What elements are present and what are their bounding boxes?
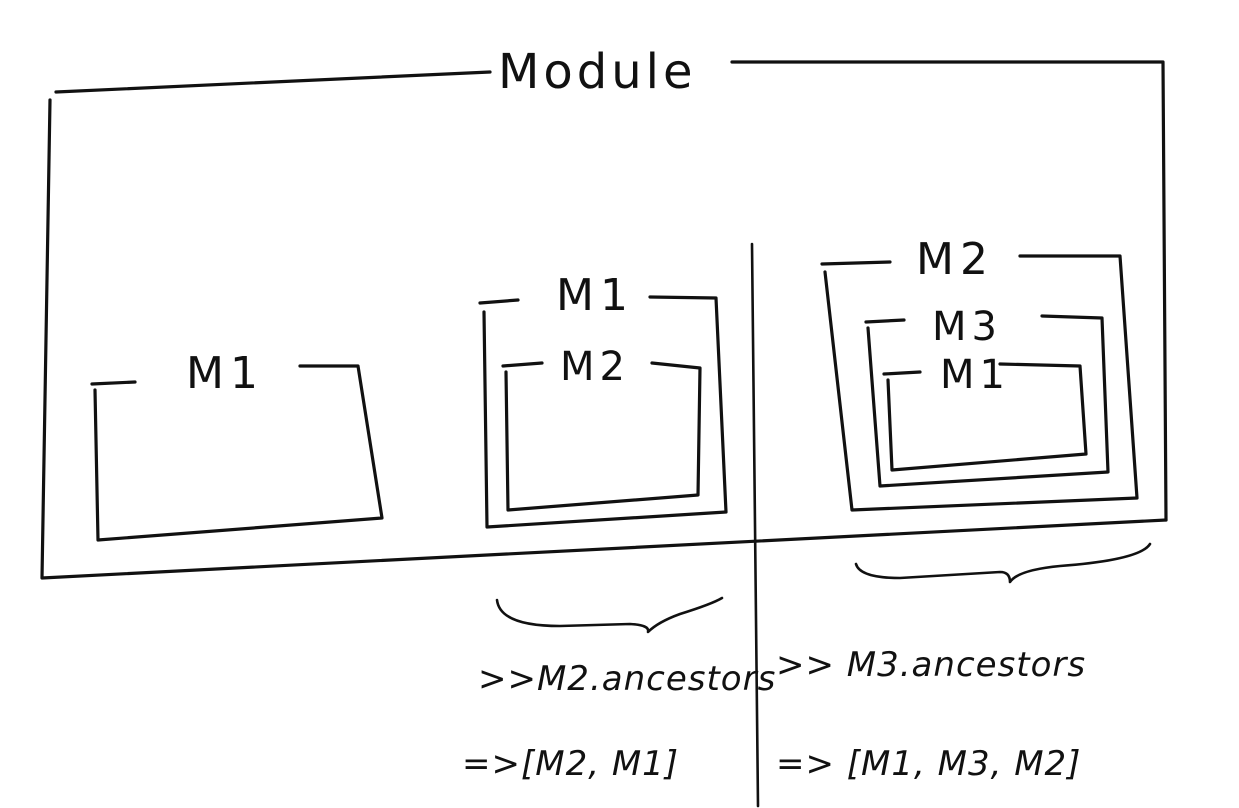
example3-inner-label: M1 — [940, 352, 1010, 398]
example2-inner-box — [501, 361, 702, 512]
example1-outer-label: M1 — [186, 348, 264, 399]
brace-left — [495, 596, 724, 634]
example3-middle-label: M3 — [932, 304, 1002, 350]
example2-outer-box — [478, 295, 728, 529]
query-left: >>M2.ancestors — [478, 659, 776, 699]
result-left: =>[M2, M1] — [462, 744, 679, 784]
example3-outer-box — [820, 254, 1139, 512]
example2-outer-label: M1 — [556, 270, 634, 321]
example3-outer-label: M2 — [916, 234, 994, 285]
divider-line — [750, 242, 760, 808]
example3-inner-box — [882, 362, 1088, 472]
module-title: Module — [498, 44, 697, 100]
result-right: => [M1, M3, M2] — [776, 744, 1081, 784]
brace-right — [854, 542, 1152, 584]
example2-inner-label: M2 — [560, 344, 630, 390]
query-right: >> M3.ancestors — [776, 645, 1086, 685]
example1-box — [90, 364, 384, 542]
module-frame — [40, 60, 1168, 580]
example3-middle-box — [864, 314, 1110, 488]
